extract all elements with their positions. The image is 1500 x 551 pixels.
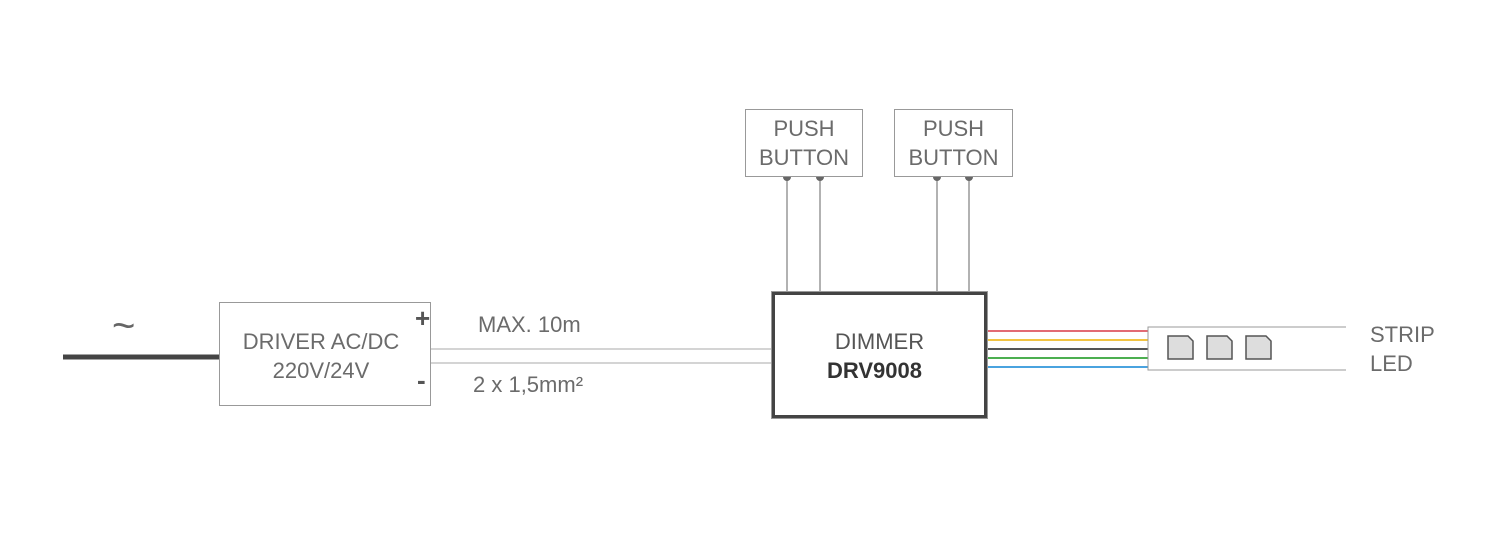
led-chip-1: [1167, 335, 1194, 360]
push-button-2-label-2: BUTTON: [908, 145, 999, 170]
ac-symbol: ~: [112, 304, 136, 348]
push-button-1-label-2: BUTTON: [758, 145, 850, 170]
driver-label-1: DRIVER AC/DC: [242, 329, 400, 354]
push-button-2-box: [894, 109, 1013, 177]
push-button-1-label-1: PUSH: [773, 116, 835, 141]
led-chip-2: [1206, 335, 1233, 360]
driver-plus-terminal: +: [415, 303, 431, 333]
cable-length-label: MAX. 10m: [478, 312, 581, 337]
strip-label-2: LED: [1370, 351, 1413, 376]
driver-box: [219, 302, 431, 406]
dimmer-label: DIMMER: [834, 329, 925, 354]
cable-section-label: 2 x 1,5mm²: [473, 372, 584, 397]
push-button-1-box: [745, 109, 863, 177]
led-chip-3: [1245, 335, 1272, 360]
dimmer-box: [772, 292, 987, 418]
dimmer-model-label: DRV9008: [827, 358, 922, 383]
driver-label-2: 220V/24V: [272, 358, 370, 383]
push-button-2-label-1: PUSH: [922, 116, 985, 141]
driver-minus-terminal: -: [417, 365, 426, 395]
strip-label-1: STRIP: [1370, 322, 1435, 347]
led-strip-body: [1147, 326, 1346, 371]
